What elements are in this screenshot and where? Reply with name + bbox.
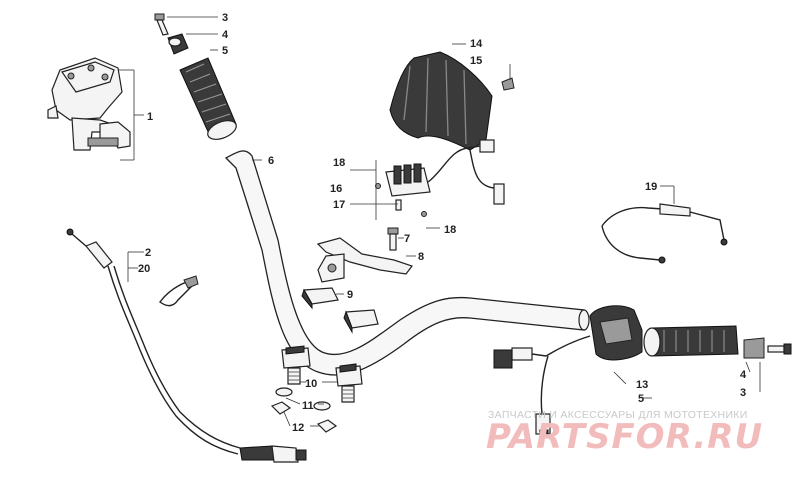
watermark-caption: ЗАПЧАСТИ И АКСЕССУАРЫ ДЛЯ МОТОТЕХНИКИ (488, 409, 748, 421)
part-12-nut (270, 401, 338, 433)
part-20-cable-tie (159, 275, 199, 307)
part-14-handlebar-cover (389, 51, 493, 151)
part-4-end-cap (167, 33, 189, 55)
part-10-riser (281, 345, 363, 403)
part-8-mount-bracket (316, 237, 413, 283)
part-5-left-grip (179, 57, 237, 140)
callout-3: 3 (740, 387, 746, 399)
callout-8: 8 (418, 251, 424, 263)
part-16-switch-assembly (385, 139, 505, 205)
callout-14: 14 (470, 38, 483, 50)
callout-11: 11 (302, 400, 314, 412)
callout-20: 20 (138, 263, 150, 275)
watermark-logo: PARTSFOR.RU (486, 417, 763, 457)
callout-16: 16 (330, 183, 342, 195)
part-2-throttle-cable (66, 228, 307, 463)
callout-4: 4 (222, 29, 229, 41)
callout-12: 12 (292, 422, 304, 434)
part-3-screw (767, 343, 792, 355)
part-5-right-grip (643, 325, 739, 357)
callout-4: 4 (740, 369, 747, 381)
callout-3: 3 (222, 12, 228, 24)
part-18-screw (421, 211, 427, 217)
part-19-cable (601, 203, 728, 264)
leader-line (745, 361, 751, 373)
part-13-switch-housing (493, 305, 643, 439)
part-18-screw (375, 183, 381, 189)
callout-18: 18 (333, 157, 345, 169)
part-4-end-cap (743, 337, 765, 359)
callout-18: 18 (444, 224, 456, 236)
callout-2: 2 (145, 247, 151, 259)
callout-15: 15 (470, 55, 482, 67)
callout-13: 13 (636, 379, 648, 391)
callout-1: 1 (147, 111, 153, 123)
part-1-throttle-housing (47, 57, 131, 151)
callout-17: 17 (333, 199, 345, 211)
leader-line (283, 411, 291, 427)
callout-7: 7 (404, 233, 410, 245)
leader-line (613, 371, 627, 385)
callout-5: 5 (222, 45, 228, 57)
callout-19: 19 (645, 181, 657, 193)
part-9-upper-clamp (301, 287, 379, 334)
part-17-pin (395, 199, 402, 211)
part-15-clip (501, 77, 515, 91)
callout-9: 9 (347, 289, 353, 301)
callout-10: 10 (305, 378, 317, 390)
callout-6: 6 (268, 155, 274, 167)
leader-line (285, 397, 301, 405)
callout-5: 5 (638, 393, 644, 405)
part-7-bolt (387, 227, 399, 251)
part-3-screw (154, 13, 169, 36)
